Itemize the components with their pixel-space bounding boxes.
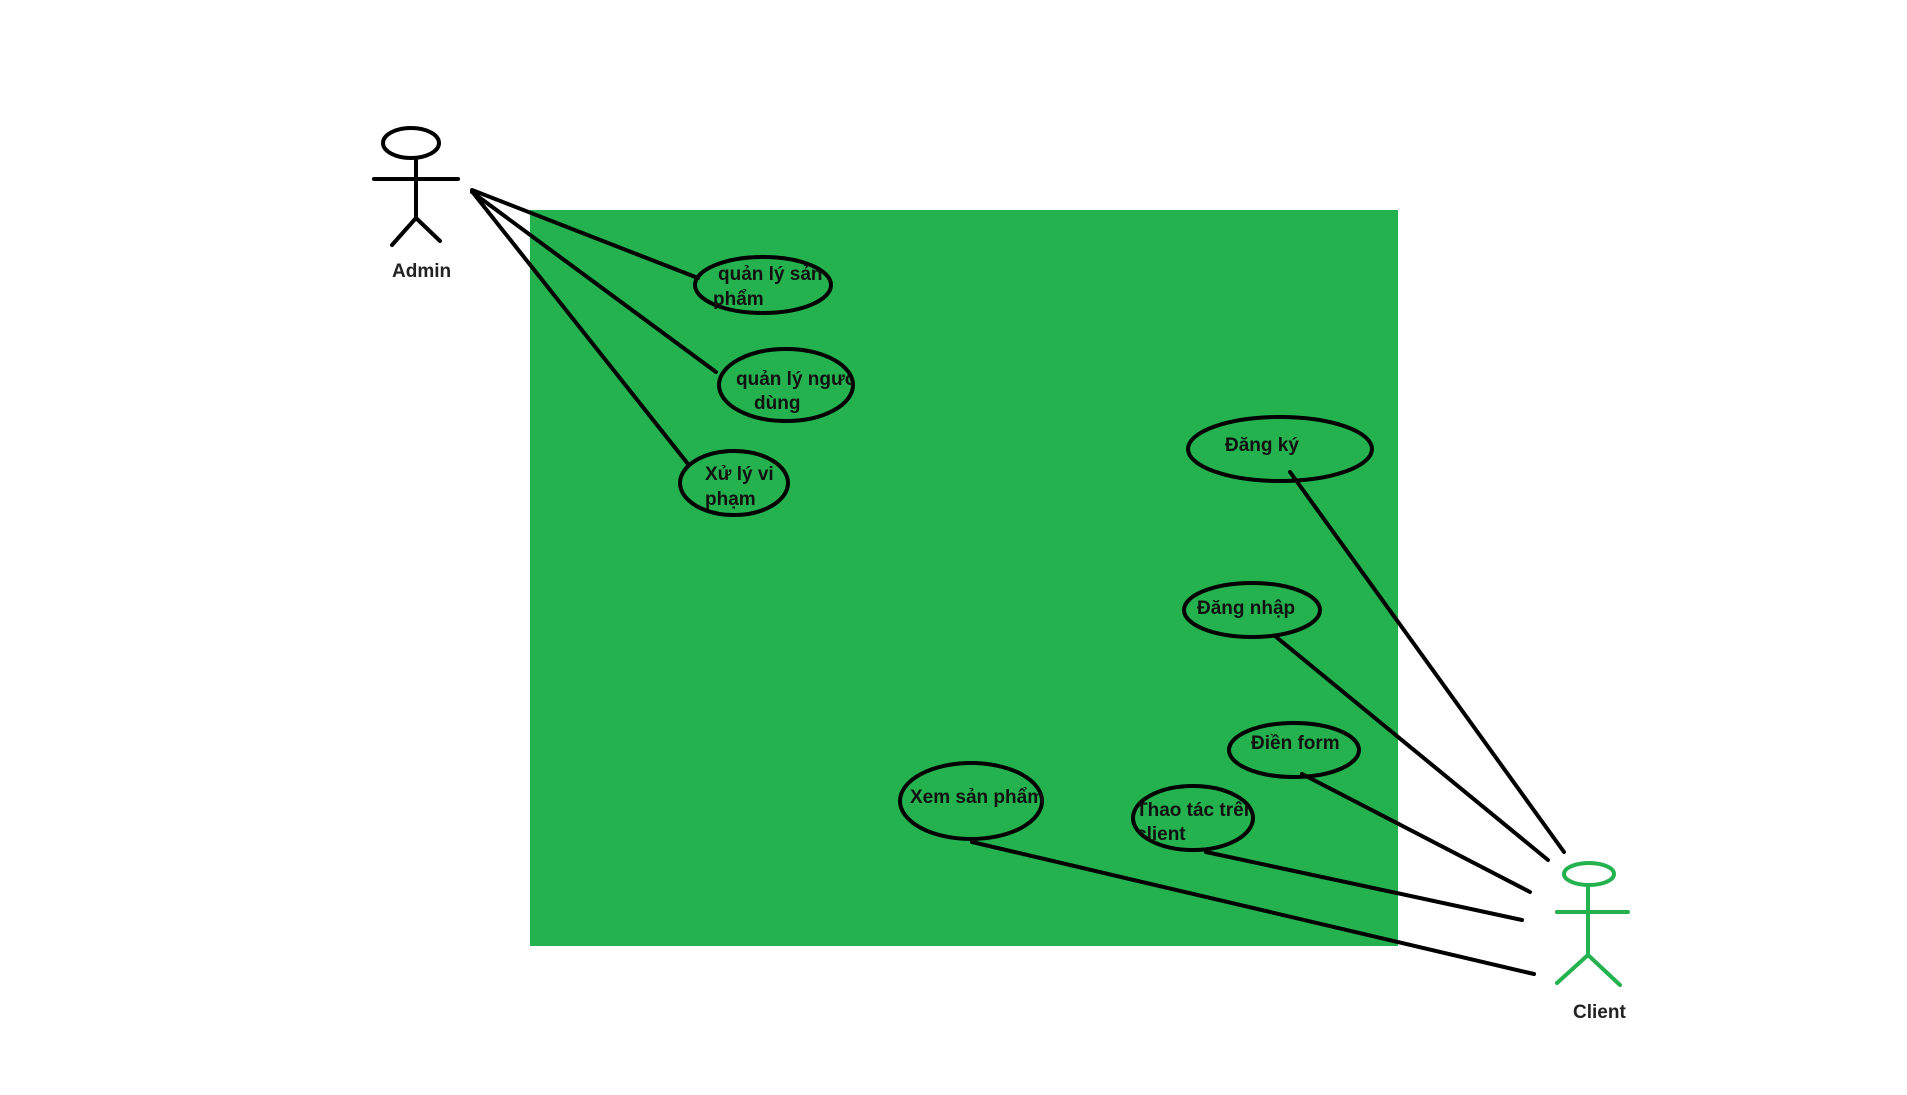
use-case-label: Đăng ký: [1225, 435, 1299, 456]
association-admin-quan-ly-san-pham: [470, 188, 700, 280]
association-admin-quan-ly-nguoi-dung: [470, 190, 718, 374]
actor-head: [1562, 861, 1616, 887]
client-actor-label: Client: [1573, 1002, 1626, 1023]
use-case-ellipse: [678, 449, 790, 517]
use-case-ellipse: [1182, 581, 1322, 639]
use-case-ellipse: [717, 347, 855, 423]
association-client-dang-ky: [1288, 470, 1566, 854]
use-case-ellipse: [1186, 415, 1374, 483]
system-boundary: [530, 210, 1398, 946]
use-case-ellipse: [1131, 784, 1255, 852]
use-case-ellipse: [898, 761, 1044, 841]
use-case-label: Thao tác trên: [1136, 800, 1255, 821]
use-case-label: phạm: [705, 489, 756, 510]
admin-associations: [470, 188, 718, 466]
use-case-ellipse: [1227, 721, 1361, 779]
use-case-dang-ky: Đăng ký: [1186, 415, 1374, 483]
use-case-dien-form: Điền form: [1227, 721, 1361, 779]
use-case-xem-san-pham: Xem sản phẩm: [898, 761, 1044, 841]
use-case-label: dùng: [754, 393, 800, 414]
actor-left-leg: [1555, 953, 1590, 985]
use-case-dang-nhap: Đăng nhập: [1182, 581, 1322, 639]
admin-actor-label: Admin: [392, 261, 451, 282]
use-case-label: Xem sản phẩm: [910, 787, 1044, 808]
association-client-xem-san-pham: [970, 840, 1536, 976]
use-case-ellipse: [693, 255, 833, 315]
client-actor: [1555, 861, 1630, 987]
use-case-label: Đăng nhập: [1197, 598, 1295, 619]
association-client-thao-tac-tren-client: [1204, 850, 1524, 922]
use-case-label: Điền form: [1251, 733, 1340, 754]
actor-right-leg: [414, 216, 442, 243]
use-case-label: quản lý người: [736, 369, 864, 390]
actor-left-leg: [390, 216, 418, 247]
use-case-quan-ly-nguoi-dung: quản lý người dùng: [717, 347, 864, 423]
use-case-label: phẩm: [713, 289, 764, 310]
association-client-dien-form: [1300, 772, 1532, 894]
use-case-quan-ly-san-pham: quản lý sản phẩm: [693, 255, 833, 315]
association-admin-xu-ly-vi-pham: [472, 192, 690, 466]
use-case-label: Xử lý vi: [705, 464, 774, 485]
use-case-xu-ly-vi-pham: Xử lý vi phạm: [678, 449, 790, 517]
actor-right-leg: [1586, 953, 1622, 987]
use-case-label: quản lý sản: [718, 264, 823, 285]
association-client-dang-nhap: [1273, 634, 1550, 862]
client-associations: [970, 470, 1566, 976]
actor-head: [381, 126, 441, 160]
admin-actor: [372, 126, 460, 247]
use-case-thao-tac-tren-client: Thao tác trên client: [1131, 784, 1255, 852]
